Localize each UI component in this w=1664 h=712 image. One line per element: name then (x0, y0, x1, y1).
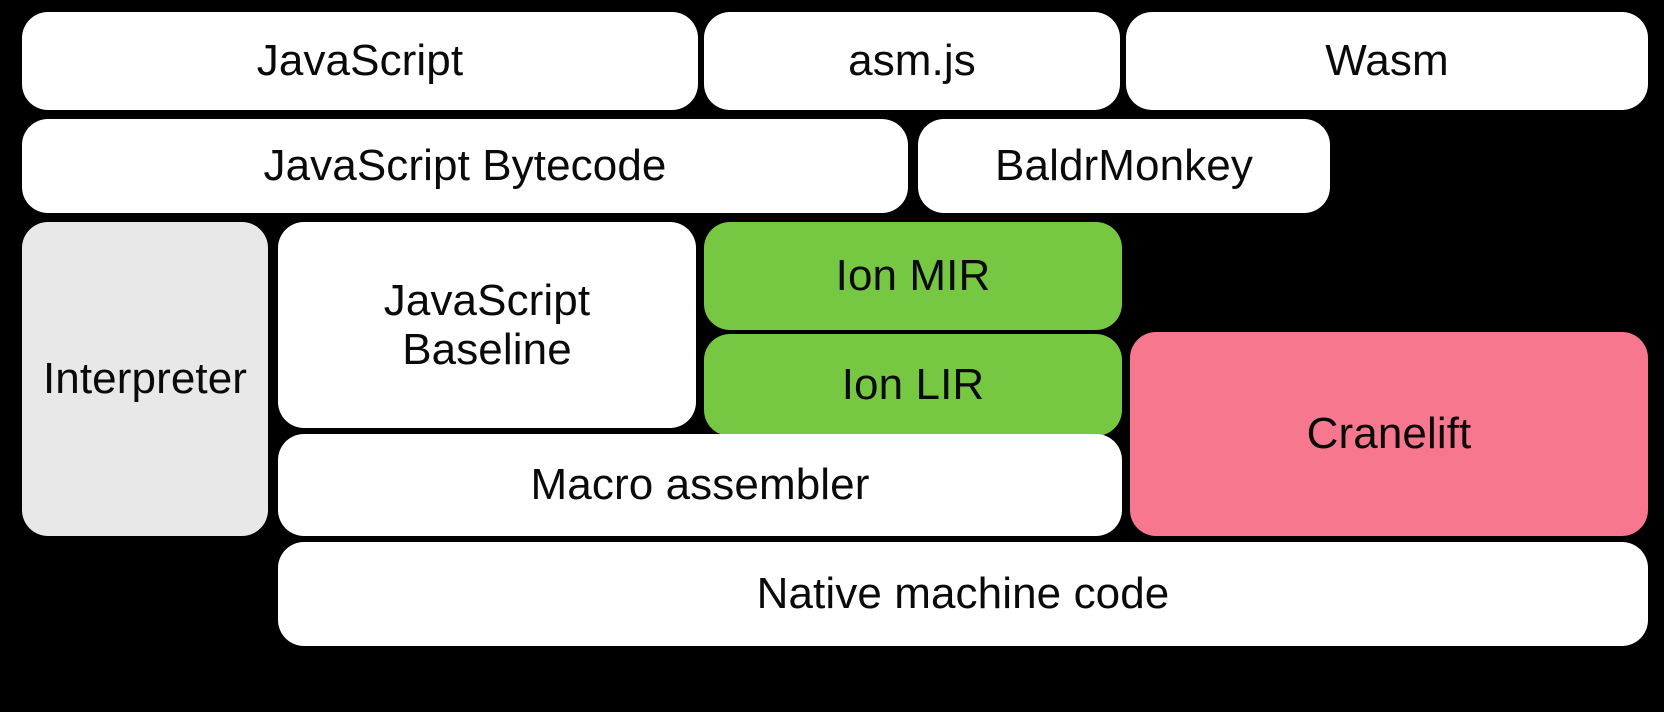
node-label-baldrmonkey: BaldrMonkey (995, 141, 1253, 191)
node-cranelift: Cranelift (1130, 332, 1648, 536)
node-ion-mir: Ion MIR (704, 222, 1122, 330)
node-label-native-machine-code: Native machine code (756, 569, 1170, 619)
node-asm-js: asm.js (704, 12, 1120, 110)
node-label-interpreter: Interpreter (42, 354, 248, 404)
node-interpreter: Interpreter (22, 222, 268, 536)
node-javascript: JavaScript (22, 12, 698, 110)
node-label-javascript-baseline: JavaScript Baseline (383, 275, 591, 374)
node-label-ion-mir: Ion MIR (835, 251, 991, 301)
node-ion-lir: Ion LIR (704, 334, 1122, 436)
node-wasm: Wasm (1126, 12, 1648, 110)
node-javascript-bytecode: JavaScript Bytecode (22, 119, 908, 213)
node-label-wasm: Wasm (1325, 36, 1449, 86)
node-baldrmonkey: BaldrMonkey (918, 119, 1330, 213)
node-label-ion-lir: Ion LIR (841, 360, 985, 410)
node-label-javascript: JavaScript (256, 36, 464, 86)
node-label-asm-js: asm.js (848, 36, 976, 86)
node-label-macro-assembler: Macro assembler (530, 460, 870, 510)
node-macro-assembler: Macro assembler (278, 434, 1122, 536)
node-native-machine-code: Native machine code (278, 542, 1648, 646)
node-label-cranelift: Cranelift (1306, 409, 1472, 459)
node-javascript-baseline: JavaScript Baseline (278, 222, 696, 428)
node-label-javascript-bytecode: JavaScript Bytecode (263, 141, 667, 191)
